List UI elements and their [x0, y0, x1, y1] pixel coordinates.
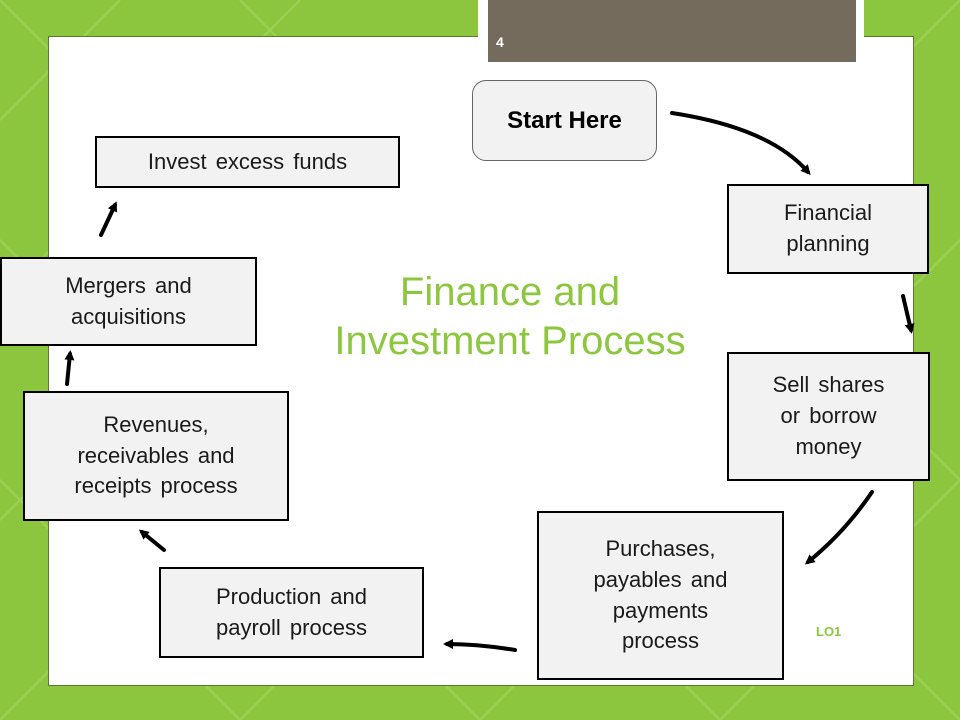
step-line: planning — [786, 231, 870, 256]
title-line: Investment Process — [334, 318, 686, 363]
step-line: Revenues, — [103, 411, 209, 437]
step-invest: Invest excess funds — [95, 136, 400, 188]
diagram-title: Finance and Investment Process — [290, 268, 730, 366]
step-line: process — [621, 628, 700, 654]
slide-number-tab-inner — [488, 0, 856, 62]
title-line: Finance and — [399, 270, 621, 314]
step-line: Sell shares — [772, 372, 885, 398]
step-line: receivables and — [77, 442, 235, 468]
step-line: or borrow — [780, 403, 877, 429]
step-line: Financial — [783, 200, 873, 226]
slide-number: 4 — [496, 34, 504, 50]
step-line: payroll process — [216, 614, 367, 640]
step-line: payables and — [593, 566, 728, 592]
start-here-box: Start Here — [472, 80, 657, 161]
step-production: Production and payroll process — [159, 567, 424, 658]
step-line: Purchases, — [605, 535, 716, 561]
step-line: Mergers and — [65, 272, 192, 298]
step-sell-shares: Sell shares or borrow money — [727, 352, 930, 481]
step-revenues: Revenues, receivables and receipts proce… — [23, 391, 289, 521]
step-line: receipts process — [74, 473, 238, 499]
start-here-label: Start Here — [507, 106, 622, 134]
step-line: payments — [612, 597, 709, 623]
learning-objective-label: LO1 — [816, 624, 842, 639]
step-mergers: Mergers and acquisitions — [0, 257, 257, 346]
step-line: money — [795, 433, 862, 459]
step-line: Invest excess funds — [147, 148, 348, 174]
step-financial-planning: Financial planning — [727, 184, 929, 274]
step-line: Production and — [216, 583, 367, 609]
step-line: acquisitions — [71, 303, 186, 329]
step-purchases: Purchases, payables and payments process — [537, 511, 784, 680]
